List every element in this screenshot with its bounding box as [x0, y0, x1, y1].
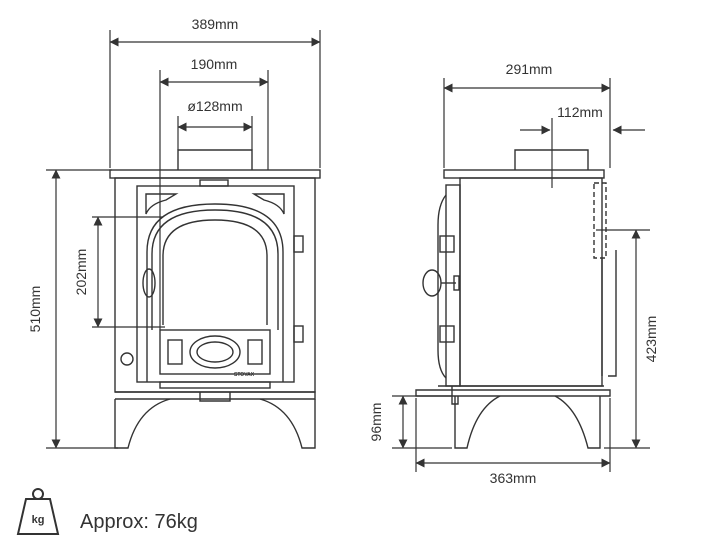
side-body [459, 177, 603, 387]
control-knob [120, 352, 134, 366]
label-overall-height: 510mm [27, 286, 43, 333]
kg-icon-text: kg [32, 514, 45, 526]
front-ash-lip [199, 392, 231, 402]
front-grate-panel [159, 329, 271, 375]
front-leg-right [259, 398, 316, 449]
front-glass [162, 219, 268, 325]
front-skirt [115, 391, 316, 400]
top-vent [199, 179, 229, 187]
label-depth: 291mm [506, 61, 553, 77]
side-hinge-bottom [439, 325, 455, 343]
front-view [109, 149, 321, 449]
label-flue-outer: 190mm [191, 56, 238, 72]
front-door-arch-mid [151, 209, 279, 330]
front-grate-left [167, 339, 183, 365]
label-base-depth: 363mm [490, 470, 537, 486]
weight-label: Approx: 76kg [80, 511, 198, 533]
door-handle [142, 268, 156, 298]
kg-weight-icon: kg [16, 488, 60, 535]
front-base-plate [159, 381, 271, 389]
side-leg-rear [554, 395, 601, 449]
side-view [415, 149, 617, 449]
front-leg-left [114, 398, 171, 449]
corner-ornament-left [145, 193, 179, 215]
label-flue-centre-height: 423mm [643, 316, 659, 363]
side-door-bevel [437, 194, 447, 379]
side-skirt [415, 389, 611, 397]
front-grate-right [247, 339, 263, 365]
label-overall-width: 389mm [192, 16, 239, 32]
front-top-plate [109, 169, 321, 179]
label-leg-height: 96mm [368, 403, 384, 442]
hinge-bottom [293, 325, 304, 343]
side-hinge-top [439, 235, 455, 253]
label-flue-diameter: ø128mm [187, 98, 242, 114]
corner-ornament-right [251, 193, 285, 215]
side-top-plate [443, 169, 605, 179]
side-leg-front [454, 395, 501, 449]
brand-mark: STOVAX [234, 372, 255, 378]
side-door-edge [445, 184, 461, 387]
front-air-control-inner [196, 341, 234, 363]
hinge-top [293, 235, 304, 253]
front-flue-collar [177, 149, 253, 170]
front-dimensions [46, 30, 321, 449]
label-glass-height: 202mm [73, 249, 89, 296]
rear-flue-outlet [593, 182, 607, 259]
label-flue-offset: 112mm [557, 104, 603, 120]
front-air-control [189, 335, 241, 369]
front-door-arch-outer [146, 203, 284, 382]
side-dimensions [392, 78, 650, 472]
